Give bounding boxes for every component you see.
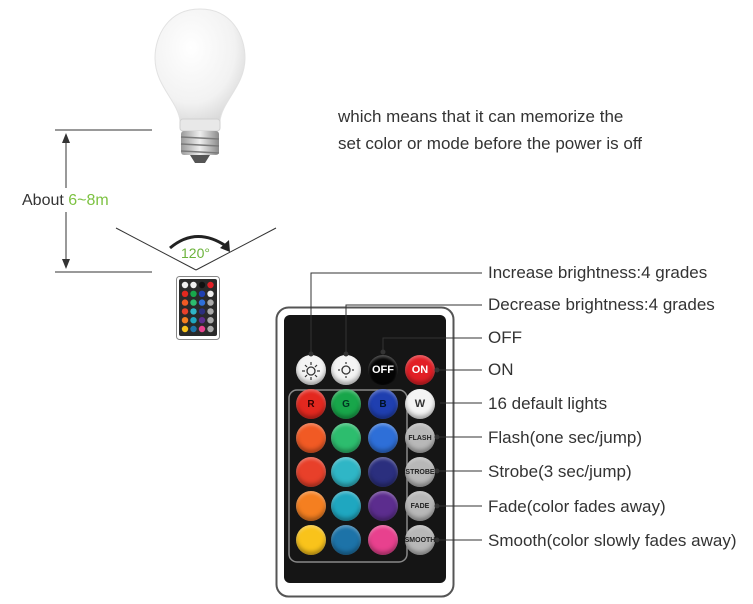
arrow-up-icon [62,133,70,143]
mini-remote-button [190,308,197,315]
label-fade: Fade(color fades away) [488,497,666,516]
strobe-button[interactable]: STROBE [405,457,435,487]
mini-remote-button [198,281,206,289]
red-button-label: R [307,398,315,410]
smooth-button-label: SMOOTH [404,536,436,544]
off-button-label: OFF [372,364,394,376]
fade-button[interactable]: FADE [405,491,435,521]
flash-button-label: FLASH [408,434,432,442]
distance-label: About 6~8m [22,192,109,209]
distance-value: 6~8m [68,192,109,209]
sun-up-icon [302,362,320,380]
memory-text-line1: which means that it can memorize the [338,107,624,126]
angle-label: 120° [181,245,210,261]
label-flash: Flash(one sec/jump) [488,428,643,447]
color-button[interactable] [331,525,361,555]
mini-remote-button [207,308,214,315]
mini-remote-button [181,308,189,315]
mini-remote-button [190,299,197,306]
mini-remote-button [190,317,197,324]
color-button[interactable] [296,525,326,555]
green-button-label: G [342,398,350,410]
color-button[interactable] [368,525,398,555]
strobe-button-label: STROBE [405,468,435,476]
off-button[interactable]: OFF [368,355,398,385]
mini-remote-button [207,325,214,333]
on-button-label: ON [411,364,429,376]
flash-button[interactable]: FLASH [405,423,435,453]
mini-remote-button [207,290,214,297]
angle-line-left [115,227,197,271]
mini-remote-button [198,317,206,324]
mini-remote-button [198,299,206,306]
angle-line-right [195,227,277,271]
brightness-up-button[interactable] [296,355,326,385]
color-button[interactable] [296,491,326,521]
mini-remote-button [181,290,189,297]
color-button[interactable] [296,423,326,453]
brightness-down-button[interactable] [331,355,361,385]
mini-remote-icon [176,276,220,340]
mini-remote-button [190,281,197,289]
color-button[interactable] [331,491,361,521]
color-button[interactable] [331,457,361,487]
red-button[interactable]: R [296,389,326,419]
mini-remote-button [198,290,206,297]
mini-remote-button [207,317,214,324]
label-on: ON [488,360,514,379]
mini-remote-button [181,317,189,324]
rotate-arrow-icon [169,235,227,250]
white-button[interactable]: W [405,389,435,419]
blue-button-label: B [379,398,387,410]
color-button[interactable] [331,423,361,453]
green-button[interactable]: G [331,389,361,419]
label-strobe: Strobe(3 sec/jump) [488,462,632,481]
mini-remote-button [190,325,197,333]
mini-remote-button [181,281,189,289]
white-button-label: W [414,398,426,410]
label-smooth: Smooth(color slowly fades away) [488,531,737,550]
mini-remote-button [190,290,197,297]
color-button[interactable] [368,423,398,453]
mini-remote-button [198,325,206,333]
smooth-button[interactable]: SMOOTH [405,525,435,555]
arrow-down-icon [62,259,70,269]
on-button[interactable]: ON [405,355,435,385]
distance-diagram [55,129,277,273]
memory-text-line2: set color or mode before the power is of… [338,134,642,153]
sun-down-icon [338,362,354,378]
color-button[interactable] [296,457,326,487]
color-button[interactable] [368,491,398,521]
mini-remote-button [198,308,206,315]
color-button[interactable] [368,457,398,487]
blue-button[interactable]: B [368,389,398,419]
mini-remote-button [207,299,214,306]
label-default-lights: 16 default lights [488,394,608,413]
label-increase-brightness: Increase brightness:4 grades [488,263,708,282]
mini-remote-button [181,299,189,306]
label-off: OFF [488,328,522,347]
label-decrease-brightness: Decrease brightness:4 grades [488,295,715,314]
mini-remote-button [207,281,214,289]
mini-remote-button [181,325,189,333]
bulb-icon [154,8,246,163]
fade-button-label: FADE [410,502,430,510]
